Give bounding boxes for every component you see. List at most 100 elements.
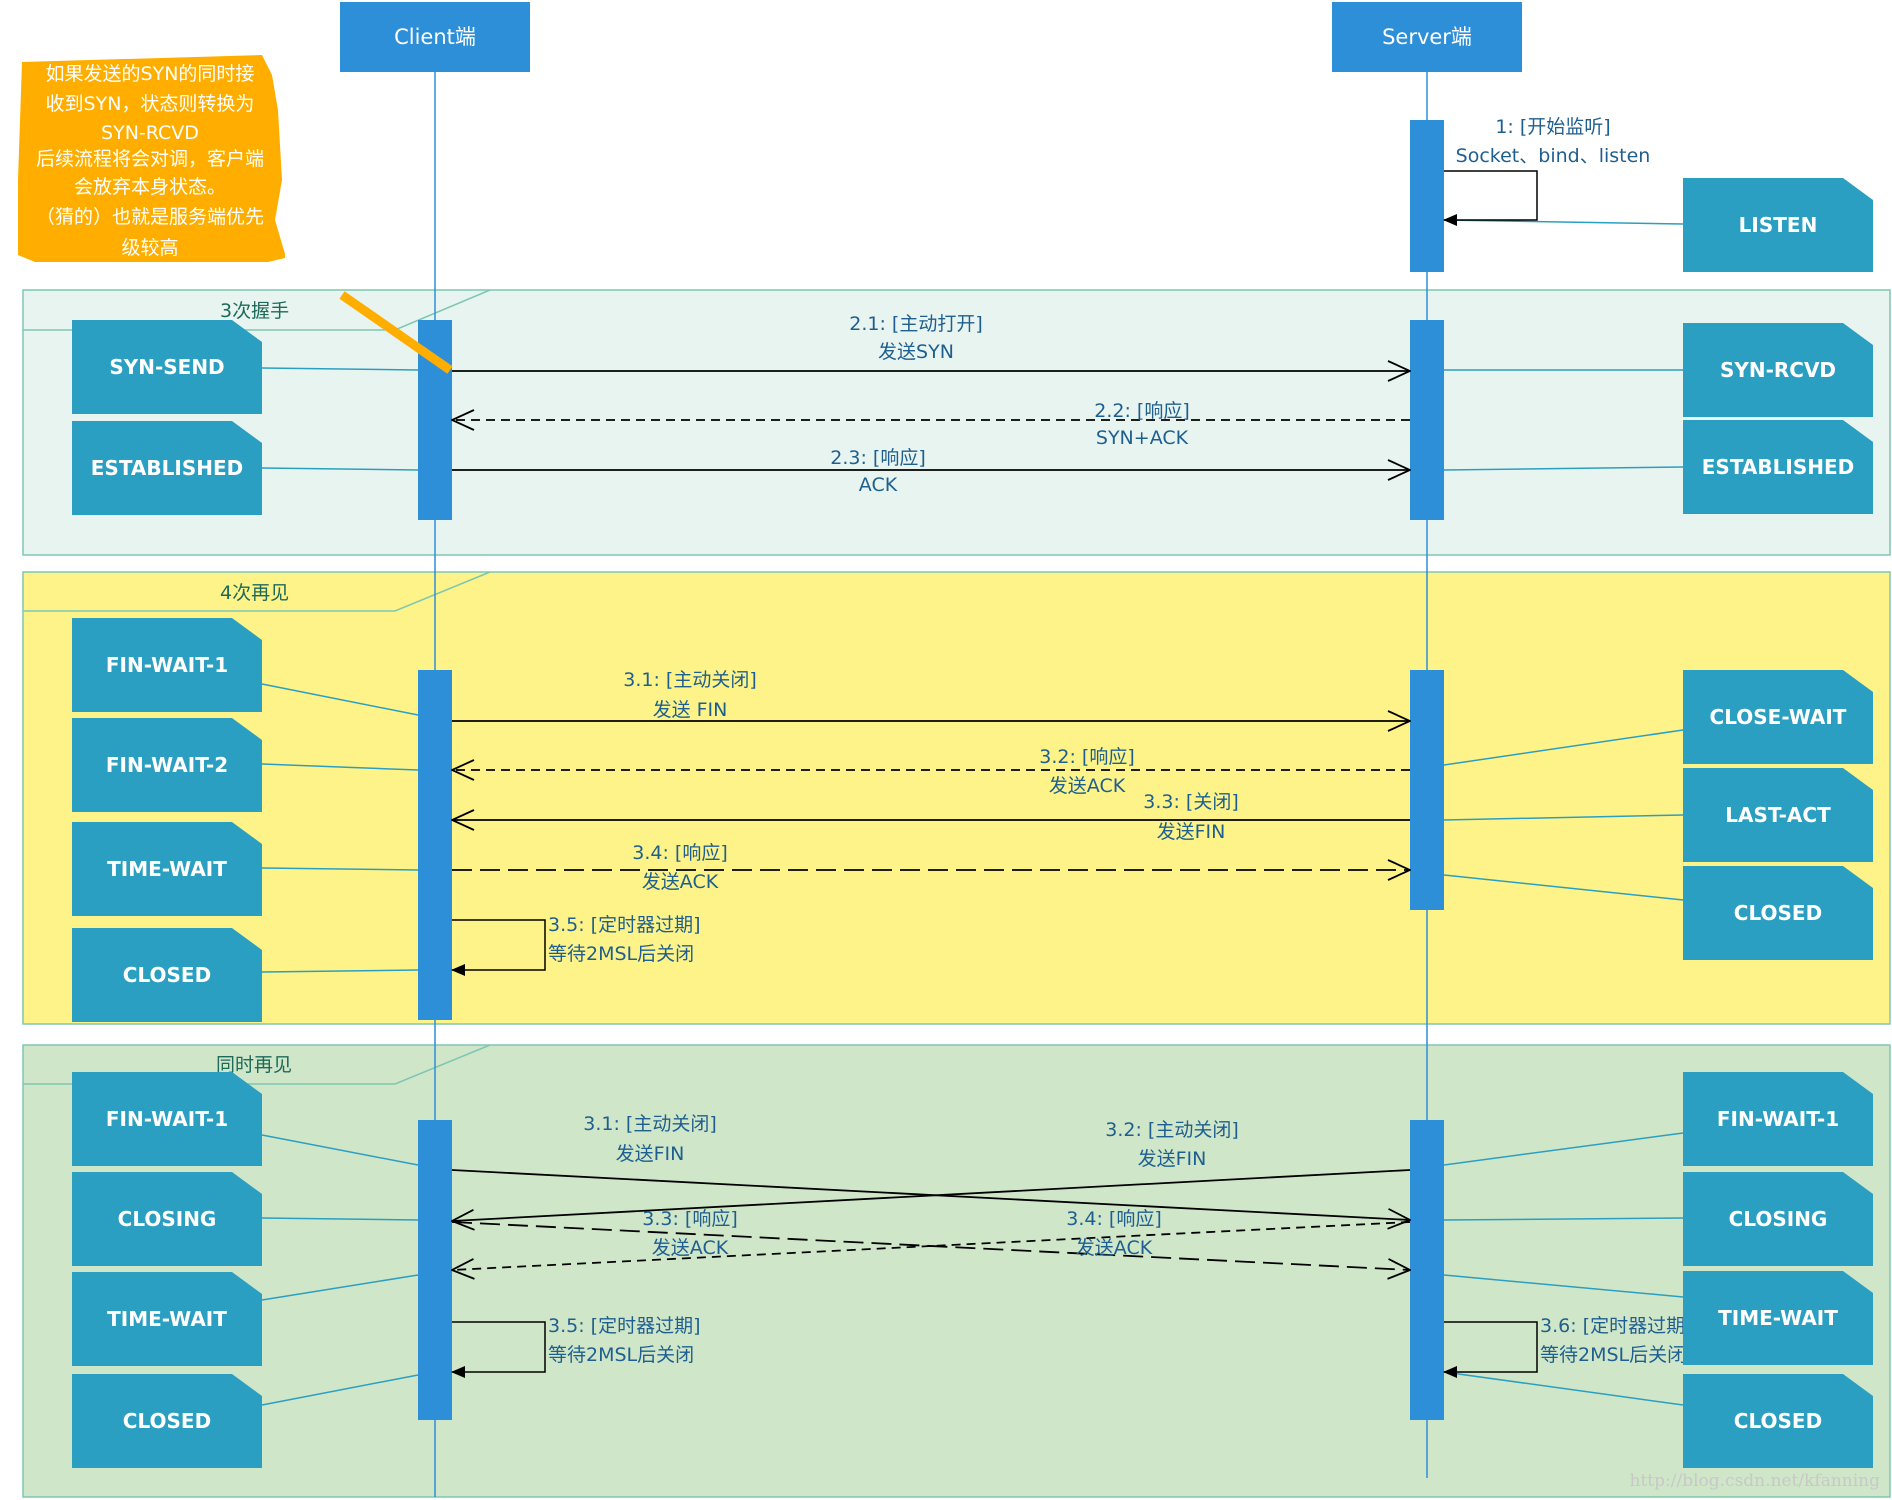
state-label: FIN-WAIT-2	[106, 753, 228, 777]
message-label: 2.3: [响应]	[830, 447, 925, 469]
state-label: TIME-WAIT	[1718, 1306, 1838, 1330]
server-activation-goodbye	[1410, 670, 1444, 910]
state-label: FIN-WAIT-1	[1717, 1107, 1839, 1131]
frame-goodbye: 4次再见	[22, 571, 1891, 1025]
message-label: 3.3: [关闭]	[1143, 791, 1238, 813]
state-box: LISTEN	[1683, 178, 1873, 272]
state-box: CLOSE-WAIT	[1683, 670, 1873, 764]
state-box: TIME-WAIT	[1683, 1271, 1873, 1365]
state-label: CLOSED	[1734, 901, 1822, 925]
state-box: FIN-WAIT-1	[1683, 1072, 1873, 1166]
note-line: 会放弃本身状态。	[74, 176, 226, 198]
message-label: 3.5: [定时器过期]	[548, 1315, 700, 1337]
message-label: 3.4: [响应]	[1066, 1208, 1161, 1230]
client-participant: Client端	[340, 2, 530, 72]
state-label: CLOSING	[1729, 1207, 1828, 1231]
message-label: 3.1: [主动关闭]	[623, 669, 756, 691]
message-label: Socket、bind、listen	[1456, 145, 1651, 167]
message-3-5: 3.5: [定时器过期] 等待2MSL后关闭	[451, 914, 700, 976]
note-line: （猜的）也就是服务端优先	[36, 206, 264, 228]
messages: 1: [开始监听] Socket、bind、listen 2.1: [主动打开]…	[451, 116, 1692, 1378]
message-label: 发送ACK	[652, 1237, 729, 1259]
highlight-slash-mark	[339, 291, 453, 374]
server-activation-listen	[1410, 120, 1444, 272]
message-3-2: 3.2: [响应] 发送ACK	[452, 746, 1410, 797]
client-activation-goodbye	[418, 670, 452, 1020]
note-box: 如果发送的SYN的同时接 收到SYN，状态则转换为 SYN-RCVD 后续流程将…	[18, 55, 285, 262]
client-activation-simultaneous	[418, 1120, 452, 1420]
message-2-2: 2.2: [响应] SYN+ACK	[452, 400, 1410, 449]
message-label: 发送FIN	[1157, 821, 1226, 843]
message-label: 3.1: [主动关闭]	[583, 1113, 716, 1135]
note-line: SYN-RCVD	[101, 122, 199, 144]
message-sim-3-3: 3.3: [响应] 发送ACK	[451, 1208, 1410, 1270]
state-box: LAST-ACT	[1683, 768, 1873, 862]
state-label: FIN-WAIT-1	[106, 653, 228, 677]
note-line: 收到SYN，状态则转换为	[46, 93, 255, 115]
state-label: ESTABLISHED	[91, 456, 243, 480]
message-label: 1: [开始监听]	[1495, 116, 1610, 138]
activation-bars	[418, 120, 1444, 1420]
state-label: CLOSING	[118, 1207, 217, 1231]
server-activation-handshake	[1410, 320, 1444, 520]
message-label: 发送FIN	[1138, 1148, 1207, 1170]
participant-label: Server端	[1382, 25, 1472, 49]
state-label: CLOSED	[123, 1409, 211, 1433]
frame-simultaneous: 同时再见	[22, 1044, 1891, 1498]
message-sim-3-5: 3.5: [定时器过期] 等待2MSL后关闭	[451, 1315, 700, 1378]
state-label: ESTABLISHED	[1702, 455, 1854, 479]
state-box: CLOSED	[72, 1374, 262, 1468]
state-label: CLOSED	[1734, 1409, 1822, 1433]
participant-label: Client端	[394, 25, 476, 49]
message-sim-3-4: 3.4: [响应] 发送ACK	[452, 1208, 1411, 1270]
message-label: 3.5: [定时器过期]	[548, 914, 700, 936]
frame-title: 4次再见	[220, 582, 289, 604]
state-label: TIME-WAIT	[107, 857, 227, 881]
frame-title: 3次握手	[220, 300, 289, 322]
state-box: ESTABLISHED	[72, 421, 262, 515]
message-label: 等待2MSL后关闭	[548, 1344, 694, 1366]
message-label: 3.2: [主动关闭]	[1105, 1119, 1238, 1141]
note-line: 如果发送的SYN的同时接	[46, 63, 255, 85]
state-box: FIN-WAIT-1	[72, 1072, 262, 1166]
message-label: 3.3: [响应]	[642, 1208, 737, 1230]
watermark: http://blog.csdn.net/kfanning	[1630, 1471, 1881, 1491]
message-2-1: 2.1: [主动打开] 发送SYN	[452, 313, 1410, 371]
message-listen: 1: [开始监听] Socket、bind、listen	[1443, 116, 1651, 226]
note-line: 后续流程将会对调，客户端	[36, 148, 264, 170]
state-box: TIME-WAIT	[72, 822, 262, 916]
state-box: FIN-WAIT-1	[72, 618, 262, 712]
state-box: SYN-RCVD	[1683, 323, 1873, 417]
state-box: CLOSED	[72, 928, 262, 1022]
message-label: SYN+ACK	[1096, 427, 1189, 449]
message-sim-3-2: 3.2: [主动关闭] 发送FIN	[452, 1119, 1411, 1221]
state-label: CLOSED	[123, 963, 211, 987]
state-box: CLOSING	[72, 1172, 262, 1266]
state-label: CLOSE-WAIT	[1710, 705, 1847, 729]
message-3-3: 3.3: [关闭] 发送FIN	[452, 791, 1410, 843]
server-activation-simultaneous	[1410, 1120, 1444, 1420]
state-box: FIN-WAIT-2	[72, 718, 262, 812]
message-label: 发送 FIN	[653, 699, 728, 721]
note-line: 级较高	[121, 237, 178, 259]
state-box: SYN-SEND	[72, 320, 262, 414]
message-label: 3.2: [响应]	[1039, 746, 1134, 768]
state-label: LISTEN	[1739, 213, 1818, 237]
message-label: ACK	[859, 474, 898, 496]
frame-handshake: 3次握手	[22, 289, 1891, 556]
state-boxes: LISTEN SYN-SEND ESTABLISHED SYN-RCVD EST…	[72, 178, 1873, 1468]
state-label: LAST-ACT	[1725, 803, 1831, 827]
message-label: 2.2: [响应]	[1094, 400, 1189, 422]
state-box: CLOSING	[1683, 1172, 1873, 1266]
state-box: TIME-WAIT	[72, 1272, 262, 1366]
message-label: 2.1: [主动打开]	[849, 313, 982, 335]
state-box: ESTABLISHED	[1683, 420, 1873, 514]
message-sim-3-6: 3.6: [定时器过期] 等待2MSL后关闭	[1443, 1315, 1692, 1378]
message-label: 3.6: [定时器过期]	[1540, 1315, 1692, 1337]
state-label: TIME-WAIT	[107, 1307, 227, 1331]
message-label: 3.4: [响应]	[632, 842, 727, 864]
message-label: 等待2MSL后关闭	[548, 943, 694, 965]
message-label: 发送SYN	[878, 341, 954, 363]
state-label: FIN-WAIT-1	[106, 1107, 228, 1131]
